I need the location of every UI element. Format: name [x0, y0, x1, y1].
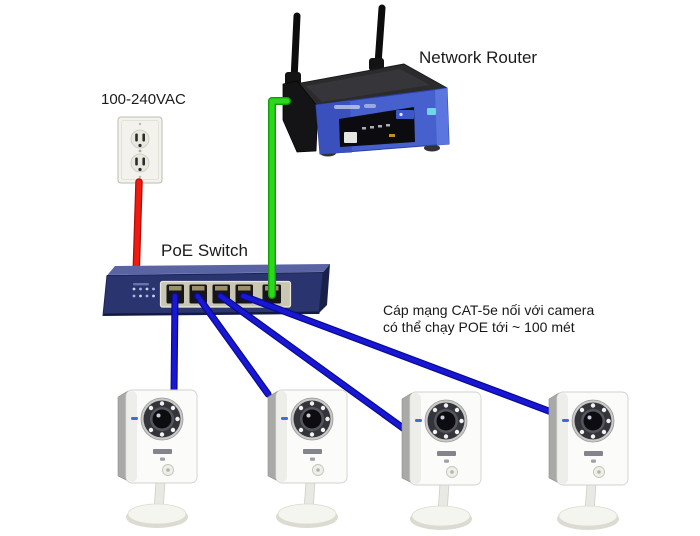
router-logo-icon [427, 108, 436, 115]
power-outlet [117, 116, 163, 184]
cable-caption: Cáp mạng CAT-5e nối với camera có thể ch… [383, 302, 594, 335]
camera-cable-4 [240, 292, 558, 417]
camera-cable-3 [217, 292, 418, 440]
camera-cable-1 [170, 292, 179, 397]
socket-top [130, 129, 150, 149]
power-cable [132, 178, 143, 282]
ip-camera-4 [548, 391, 629, 531]
poe-switch [102, 264, 330, 316]
cable-caption-line2: có thể chạy POE tới ~ 100 mét [383, 318, 575, 335]
cable-caption-line1: Cáp mạng CAT-5e nối với camera [383, 302, 595, 318]
uplink-cable [268, 97, 291, 299]
ip-camera-3 [401, 391, 482, 531]
socket-bottom [130, 153, 150, 173]
antenna-right-icon [369, 4, 386, 71]
camera-cables [170, 292, 558, 440]
camera-cable-2 [194, 292, 272, 398]
network-router [282, 4, 450, 157]
router-label: Network Router [419, 48, 538, 67]
power-source-label: 100-240VAC [101, 91, 186, 108]
ip-camera-1 [117, 389, 198, 529]
antenna-left-icon [285, 12, 301, 87]
ip-camera-2 [267, 389, 348, 529]
switch-leds [132, 283, 155, 298]
switch-label: PoE Switch [161, 241, 248, 260]
